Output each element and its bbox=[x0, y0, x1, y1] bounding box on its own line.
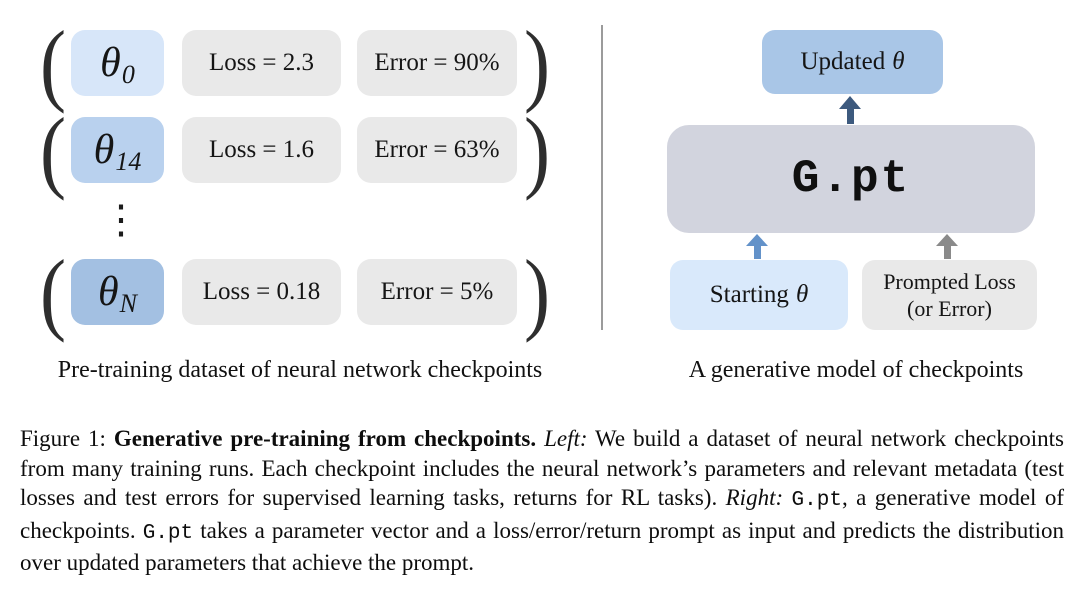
updated-theta-box: Updated θ bbox=[762, 30, 943, 94]
prompted-loss-line2: (or Error) bbox=[907, 296, 992, 321]
error-box: Error = 90% bbox=[357, 30, 517, 96]
loss-value: Loss = 2.3 bbox=[208, 49, 315, 76]
gpt-model-label: G.pt bbox=[791, 153, 911, 205]
theta-symbol: θ bbox=[100, 40, 121, 86]
caption-title: Generative pre-training from checkpoints… bbox=[113, 426, 537, 451]
theta-symbol: θ bbox=[892, 48, 905, 75]
starting-theta-label: Starting bbox=[709, 281, 789, 308]
theta-subscript: 0 bbox=[121, 60, 135, 89]
arrow-head bbox=[839, 96, 861, 109]
gpt-model-box: G.pt bbox=[667, 125, 1035, 233]
left-panel-label: Pre-training dataset of neural network c… bbox=[57, 357, 543, 383]
caption-figure-number: Figure 1: bbox=[20, 426, 114, 451]
theta-subscript: N bbox=[119, 289, 137, 318]
paren-close: ) bbox=[523, 12, 550, 114]
paren-close: ) bbox=[523, 241, 550, 343]
arrow-head bbox=[746, 234, 768, 246]
arrow-shaft bbox=[846, 109, 854, 124]
updated-theta-label: Updated bbox=[800, 48, 886, 75]
caption-text bbox=[783, 485, 791, 510]
caption-left-marker: Left: bbox=[544, 426, 588, 451]
vertical-ellipsis: ⋮ bbox=[101, 197, 141, 242]
caption-gpt-mono: G.pt bbox=[142, 521, 194, 545]
paren-close: ) bbox=[523, 99, 550, 201]
caption-text: takes a parameter vector and a loss/erro… bbox=[20, 517, 1065, 576]
arrow-head bbox=[936, 234, 958, 246]
caption-gpt-mono: G.pt bbox=[791, 489, 842, 512]
paren-open: ( bbox=[39, 241, 66, 343]
theta-symbol: θ bbox=[98, 269, 119, 315]
error-value: Error = 90% bbox=[374, 49, 500, 76]
paren-open: ( bbox=[39, 12, 66, 114]
arrow-shaft bbox=[753, 246, 761, 259]
loss-box: Loss = 2.3 bbox=[182, 30, 341, 96]
up-arrow-icon bbox=[839, 96, 861, 124]
loss-box: Loss = 1.6 bbox=[182, 117, 341, 183]
loss-box: Loss = 0.18 bbox=[182, 259, 341, 325]
loss-value: Loss = 1.6 bbox=[208, 136, 315, 163]
panel-divider bbox=[601, 25, 603, 330]
theta-symbol: θ bbox=[93, 127, 115, 173]
error-value: Error = 5% bbox=[380, 278, 494, 305]
up-arrow-icon bbox=[746, 234, 768, 259]
caption-text: , a generative model of checkpoints. bbox=[20, 485, 1064, 543]
loss-value: Loss = 0.18 bbox=[202, 278, 321, 305]
error-box: Error = 63% bbox=[357, 117, 517, 183]
caption-text bbox=[536, 426, 544, 451]
prompted-loss-box: Prompted Loss (or Error) bbox=[862, 260, 1037, 330]
arrow-shaft bbox=[943, 246, 951, 259]
prompted-loss-line1: Prompted Loss bbox=[883, 268, 1016, 294]
caption-text: We build a dataset of neural network che… bbox=[20, 426, 1064, 510]
figure-caption: Figure 1: Generative pre-training from c… bbox=[20, 424, 1064, 578]
error-value: Error = 63% bbox=[374, 136, 500, 163]
theta-subscript: 14 bbox=[115, 147, 142, 176]
starting-theta-box: Starting θ bbox=[670, 260, 848, 330]
caption-right-marker: Right: bbox=[725, 485, 784, 510]
paren-open: ( bbox=[39, 99, 66, 201]
theta-symbol: θ bbox=[795, 281, 809, 308]
up-arrow-icon bbox=[936, 234, 958, 259]
right-panel-label: A generative model of checkpoints bbox=[688, 357, 1024, 383]
error-box: Error = 5% bbox=[357, 259, 517, 325]
